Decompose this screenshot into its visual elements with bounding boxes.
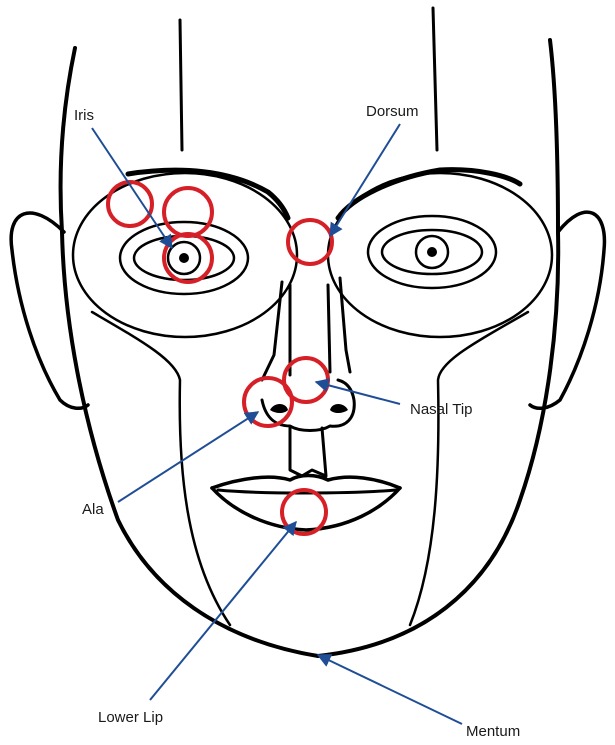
hair-line-left: [178, 18, 184, 152]
label-nasal-tip: Nasal Tip: [410, 401, 473, 418]
eye-socket-right: [326, 171, 554, 339]
lower-lip: [210, 486, 402, 532]
marker-circle: [286, 218, 334, 266]
label-lower-lip: Lower Lip: [98, 709, 163, 726]
arrow-nasal-tip: [314, 378, 401, 405]
arrow-iris: [91, 127, 173, 250]
label-iris: Iris: [74, 107, 94, 124]
face-outline: [9, 6, 607, 658]
arrow-ala: [117, 411, 260, 503]
upper-lip: [210, 473, 402, 490]
marker-circle: [280, 488, 328, 536]
eye-outer-right: [366, 214, 498, 290]
arrow-mentum: [316, 654, 463, 725]
labels: Iris Dorsum Nasal Tip Ala Lower Lip Ment…: [74, 103, 520, 740]
nostril-left: [270, 404, 288, 413]
eye-left: [71, 171, 299, 339]
ear-right: [528, 210, 607, 411]
label-dorsum: Dorsum: [366, 103, 419, 120]
arrow-dorsum: [329, 123, 401, 238]
nose-bridge-left: [260, 280, 284, 382]
eye-right: [326, 171, 554, 339]
marker-circle: [162, 186, 214, 238]
ear-left: [9, 211, 90, 411]
landmark-markers: [106, 180, 334, 536]
head-contour: [58, 38, 561, 658]
arrows: [91, 123, 463, 725]
nose-bridge-right: [338, 276, 352, 374]
marker-circle: [106, 180, 154, 228]
eyebrows: [125, 167, 523, 221]
eye-inner-right: [380, 228, 484, 276]
cheek-line-right: [408, 310, 530, 627]
label-ala: Ala: [82, 501, 104, 518]
nose: [260, 276, 356, 478]
eye-socket-left: [71, 171, 299, 339]
mouth: [210, 473, 402, 532]
eye-outer-left: [118, 220, 250, 296]
iris-left: [166, 240, 202, 276]
cheek-line-left: [90, 310, 232, 627]
hair-line-right: [431, 6, 439, 152]
pupil-left: [179, 253, 189, 263]
philtrum: [288, 426, 328, 478]
marker-circle: [242, 376, 294, 428]
nostril-right: [330, 404, 348, 413]
pupil-right: [427, 247, 437, 257]
arrow-lower-lip: [149, 520, 297, 701]
eyebrow-left: [125, 167, 291, 221]
marker-circle: [162, 232, 214, 284]
nose-bridge-right-inner: [326, 283, 332, 374]
iris-right: [414, 234, 450, 270]
mouth-line: [216, 488, 398, 495]
label-mentum: Mentum: [466, 723, 520, 740]
